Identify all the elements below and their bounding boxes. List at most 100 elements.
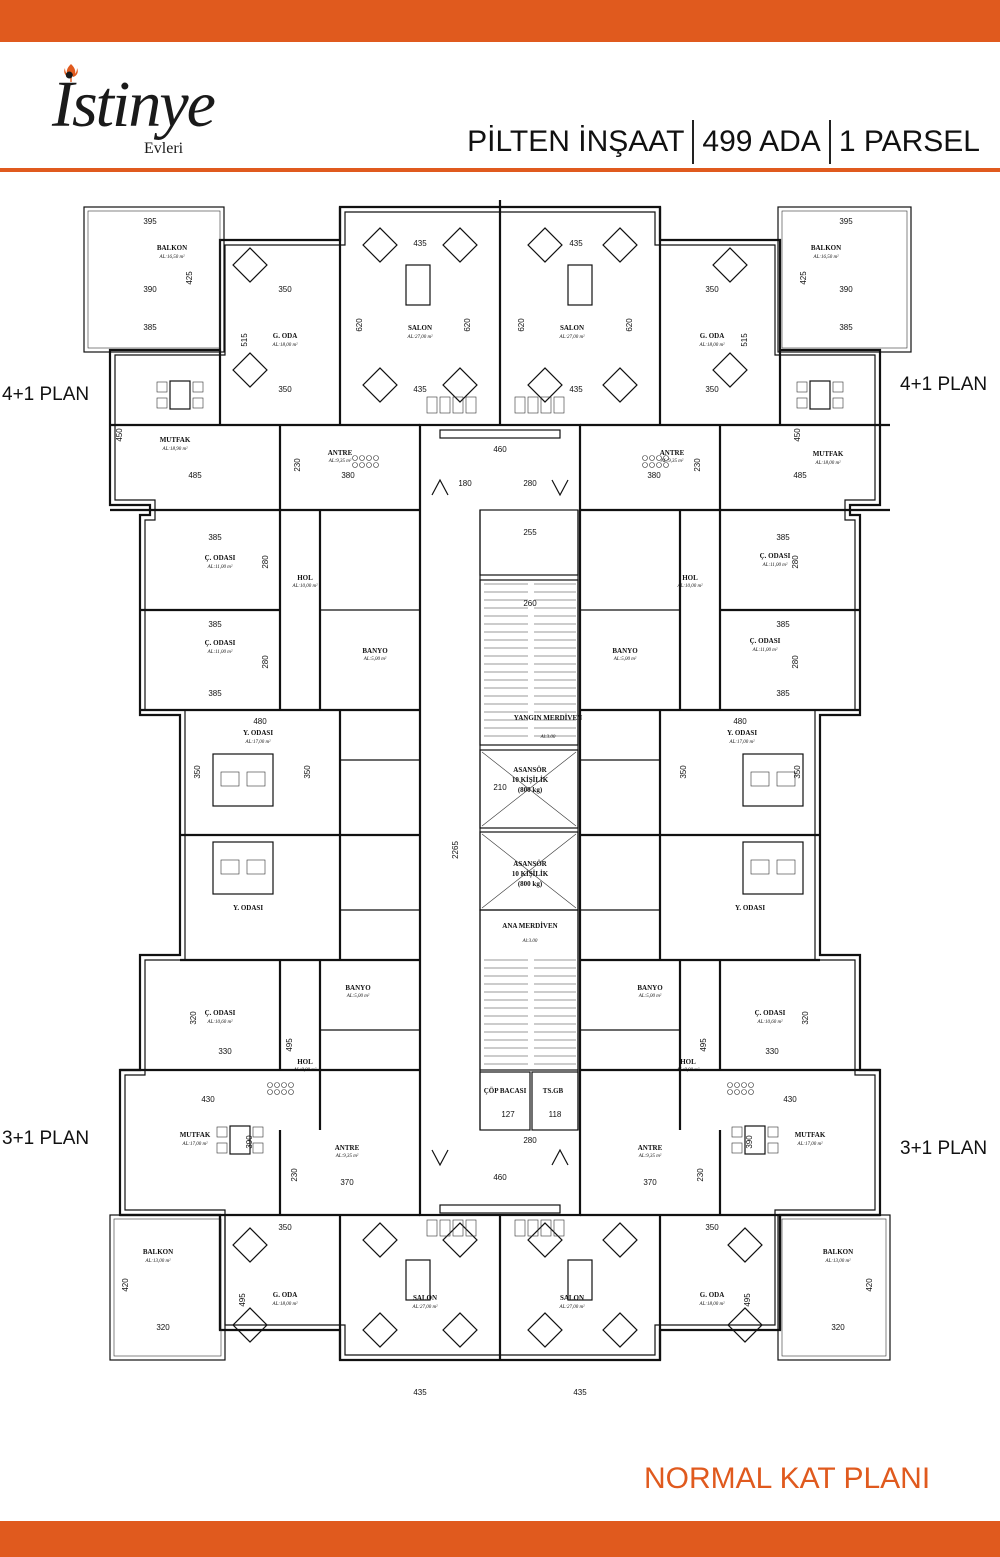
dimension: 385 — [208, 689, 222, 698]
chair-icon — [192, 397, 204, 409]
pillow-icon — [750, 771, 770, 787]
armchair-icon — [442, 227, 478, 263]
room-name: SALON — [413, 1294, 437, 1302]
cooktop-burner-icon — [727, 1089, 733, 1095]
garbage-chute-label: ÇÖP BACASI — [484, 1087, 527, 1095]
chair-icon — [439, 1219, 451, 1237]
bed-icon — [742, 753, 804, 807]
room-area: AL:18,00 m² — [814, 460, 841, 466]
room-name: BANYO — [637, 984, 663, 992]
corridor-length: 2265 — [451, 841, 460, 859]
dimension: 230 — [696, 1168, 705, 1182]
balcony-top-right — [777, 206, 912, 353]
chair-icon — [156, 381, 168, 393]
dimension: 430 — [201, 1095, 215, 1104]
dimension: 435 — [413, 239, 427, 248]
room-name: BANYO — [345, 984, 371, 992]
cooktop-burner-icon — [649, 455, 655, 461]
room-name: BALKON — [143, 1248, 173, 1256]
cooktop-burner-icon — [274, 1089, 280, 1095]
dimension: 385 — [776, 689, 790, 698]
room-area: AL:9,35 m² — [638, 1153, 662, 1159]
dimension: 480 — [733, 717, 747, 726]
room-name: Y. ODASI — [727, 729, 757, 737]
chair-icon — [452, 1219, 464, 1237]
floor-plan: 460 460 180 280 255 260 210 280 2265 YAN… — [83, 200, 912, 1397]
dimension: 390 — [745, 1135, 754, 1149]
room-area: AL:13,00 m² — [144, 1258, 171, 1264]
pillow-icon — [220, 771, 240, 787]
interior-walls — [110, 207, 890, 1360]
pillow-icon — [776, 771, 796, 787]
armchair-icon — [362, 227, 398, 263]
armchair-icon — [602, 1222, 638, 1258]
chair-icon — [527, 396, 539, 414]
header-rule — [0, 168, 1000, 172]
room-name: HOL — [297, 1058, 313, 1066]
dimension: 385 — [839, 323, 853, 332]
chair-icon — [540, 396, 552, 414]
cooktop-burner-icon — [352, 455, 358, 461]
dimension: 320 — [189, 1011, 198, 1025]
chair-icon — [452, 396, 464, 414]
dimension: 485 — [188, 471, 202, 480]
core-dim: 255 — [523, 528, 537, 537]
dimension: 385 — [208, 620, 222, 629]
elevator-load: (800 kg) — [518, 880, 543, 888]
room-area: AL:11,00 m² — [762, 562, 788, 568]
dimension: 485 — [793, 471, 807, 480]
room-name: Y. ODASI — [735, 904, 765, 912]
chair-icon — [192, 381, 204, 393]
armchair-icon — [232, 1227, 268, 1263]
room-name: HOL — [297, 574, 313, 582]
room-name: G. ODA — [273, 332, 298, 340]
room-name: BALKON — [811, 244, 841, 252]
chair-icon — [216, 1126, 228, 1138]
chair-icon — [514, 396, 526, 414]
chair-icon — [465, 1219, 477, 1237]
arrow-up-icon — [551, 479, 569, 497]
chair-icon — [796, 397, 808, 409]
dimension: 350 — [793, 765, 802, 779]
cooktop-burner-icon — [281, 1089, 287, 1095]
parcel-number: 1 PARSEL — [838, 125, 980, 158]
armchair-icon — [527, 367, 563, 403]
dimension: 395 — [143, 217, 157, 226]
room-area: AL:27,00 m² — [406, 334, 433, 340]
room-area: AL:10,00 m² — [676, 583, 703, 589]
dimension: 390 — [143, 285, 157, 294]
dimension: 370 — [643, 1178, 657, 1187]
dimension: 435 — [413, 1388, 427, 1397]
dimension: 420 — [121, 1278, 130, 1292]
room-area: AL:5,00 m² — [638, 993, 662, 999]
dimension: 450 — [793, 428, 802, 442]
chair-icon — [767, 1142, 779, 1154]
dimension: 370 — [340, 1178, 354, 1187]
room-name: HOL — [682, 574, 698, 582]
room-name: G. ODA — [700, 332, 725, 340]
title-separator — [828, 120, 831, 164]
fire-stair-label: YANGIN MERDİVEN — [514, 714, 582, 722]
room-name: ANTRE — [638, 1144, 663, 1152]
room-name: Ç. ODASI — [205, 639, 236, 647]
room-area: AL:11,00 m² — [207, 564, 233, 570]
dimension: 430 — [783, 1095, 797, 1104]
room-area: AL:16,50 m² — [812, 254, 839, 260]
room-name: BANYO — [612, 647, 638, 655]
dimension: 390 — [245, 1135, 254, 1149]
room-name: G. ODA — [700, 1291, 725, 1299]
room-area: AL:17,00 m² — [181, 1141, 208, 1147]
armchair-icon — [442, 1222, 478, 1258]
core-dim: 260 — [523, 599, 537, 608]
pillow-icon — [220, 859, 240, 875]
armchair-icon — [602, 227, 638, 263]
dining-table-icon — [229, 1125, 251, 1155]
cooktop-burner-icon — [649, 462, 655, 468]
unit-bottom-left: Y. ODASI Ç. ODASI AL:10,60 m² 330 320 49… — [121, 904, 438, 1397]
room-area: AL:10,60 m² — [206, 1019, 233, 1025]
chair-icon — [731, 1142, 743, 1154]
room-name: ANTRE — [660, 449, 685, 457]
logo-wordmark: İstinye — [52, 68, 216, 141]
dimension: 280 — [261, 655, 270, 669]
dimension: 280 — [261, 555, 270, 569]
